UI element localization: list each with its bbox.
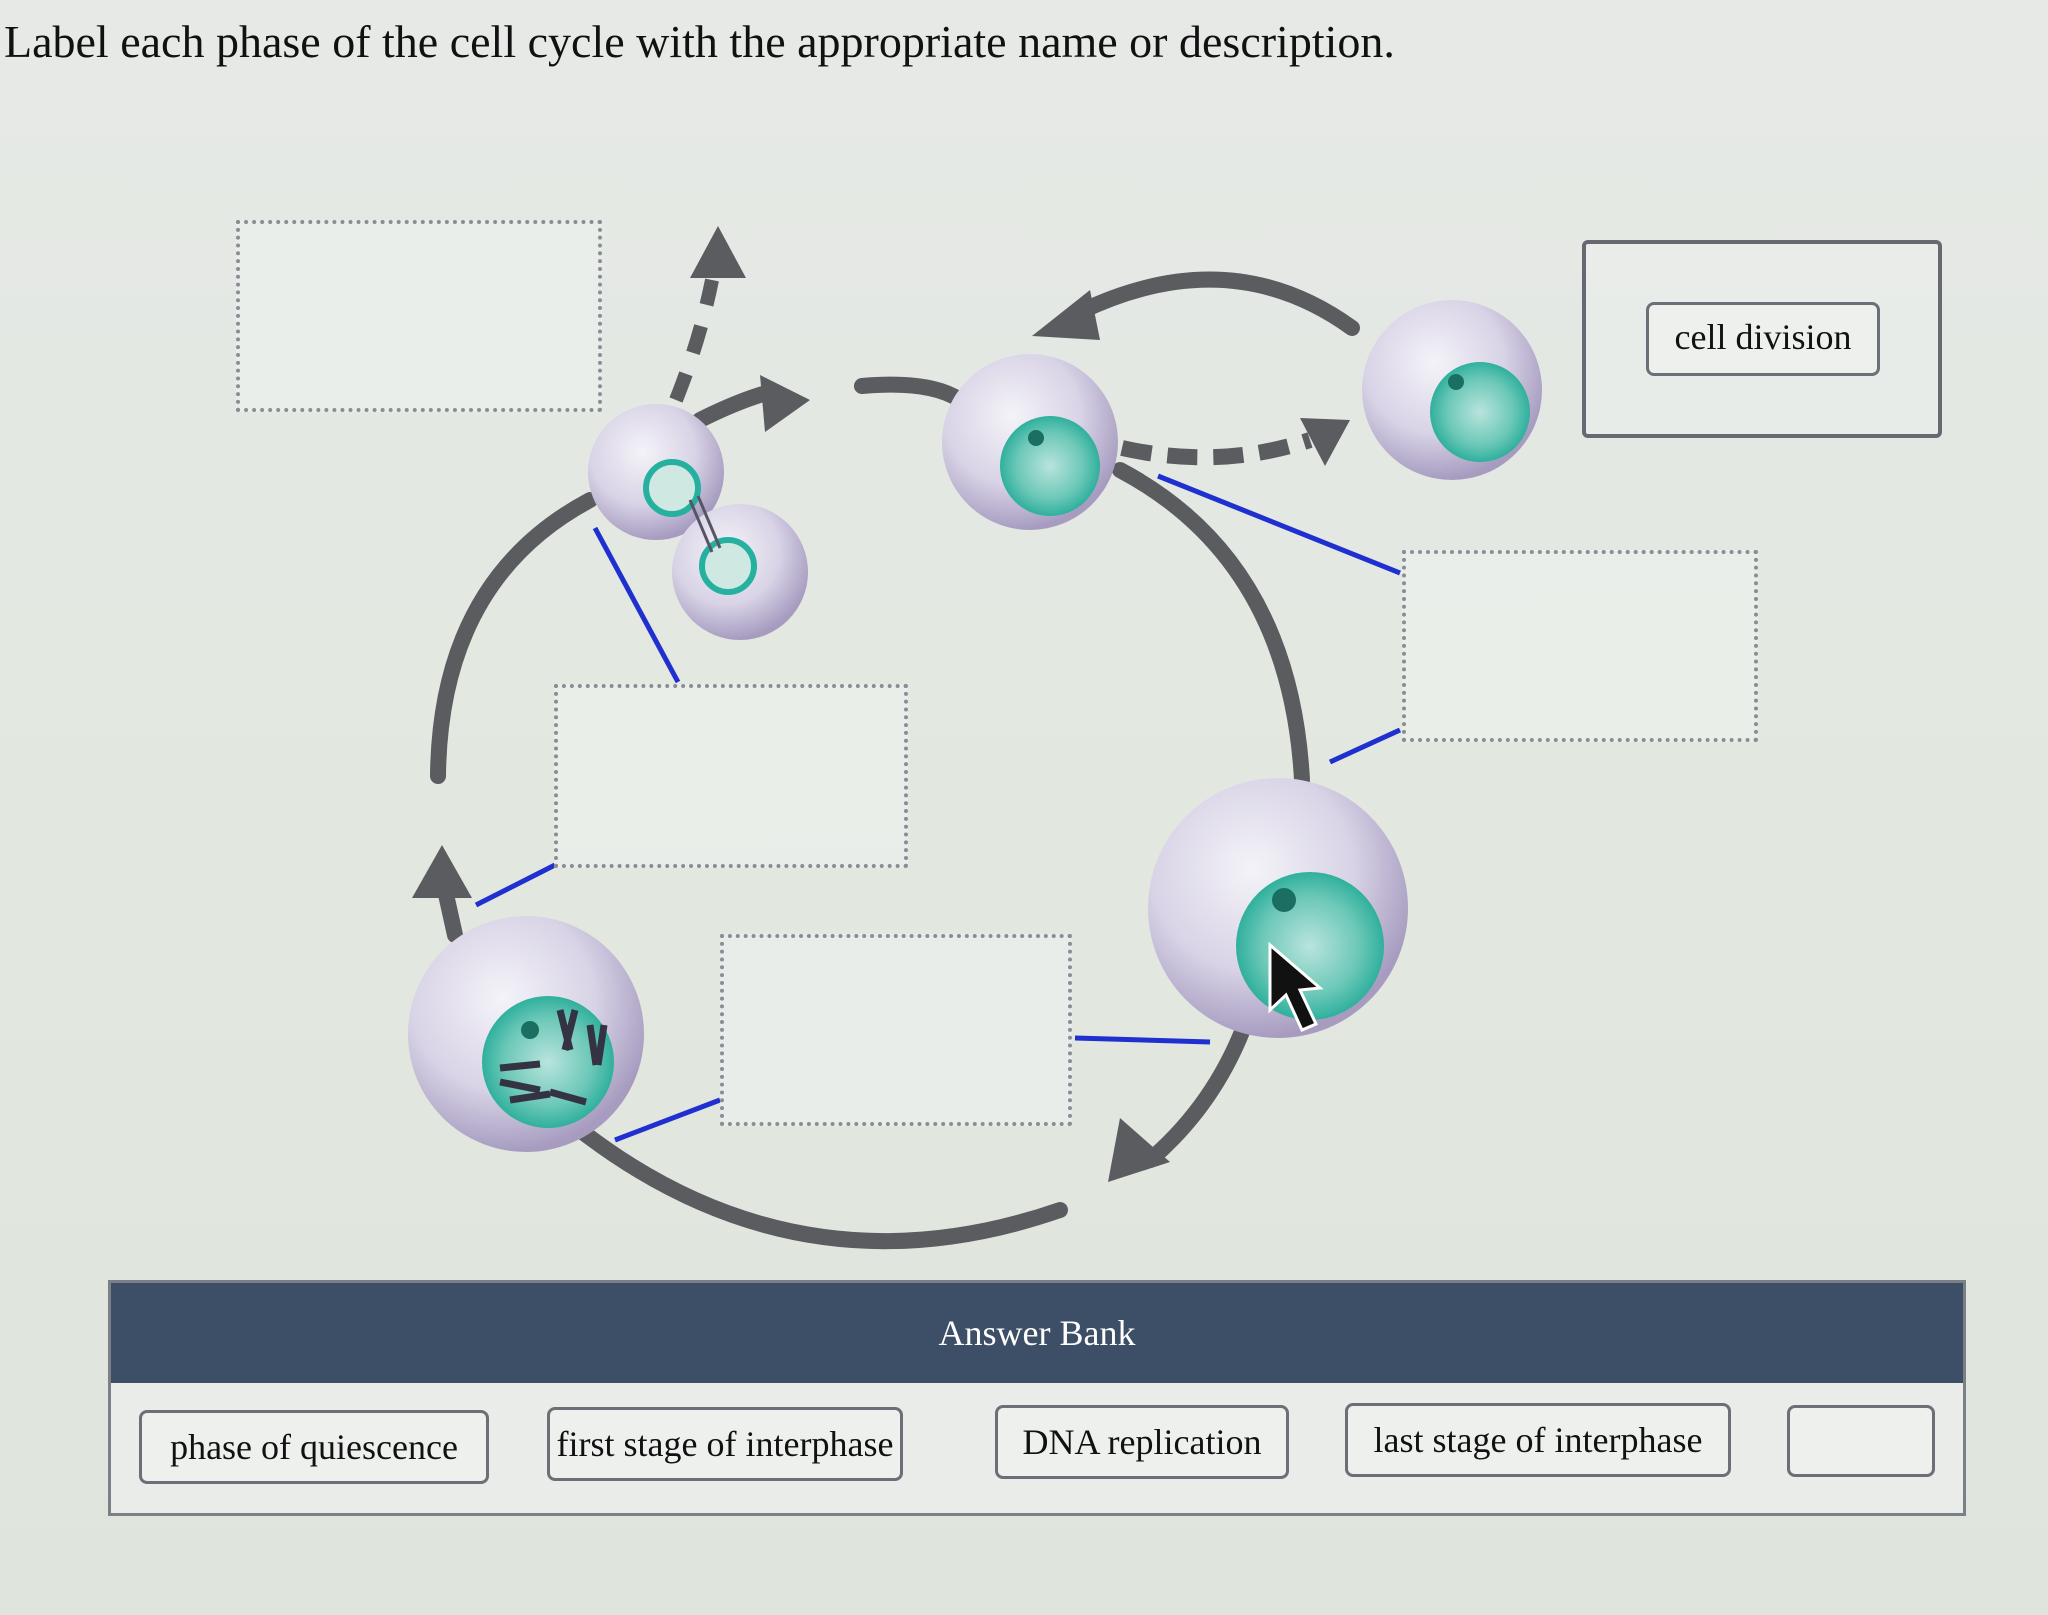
answer-chip-dna-replication[interactable]: DNA replication	[995, 1405, 1289, 1479]
g0-cell	[1362, 300, 1542, 480]
leader-line-g2	[1075, 1038, 1210, 1042]
placed-label-cell-division[interactable]: cell division	[1646, 302, 1880, 376]
answer-empty-slot[interactable]	[1787, 1405, 1935, 1477]
answer-bank-title: Answer Bank	[111, 1283, 1963, 1383]
drop-target-center[interactable]	[554, 684, 908, 868]
leader-line-left	[476, 865, 555, 905]
cycle-arc-top-left	[700, 392, 770, 420]
dividing-cell-pair	[588, 404, 808, 640]
drop-target-lower-center[interactable]	[720, 934, 1072, 1126]
mitotic-cell	[408, 916, 644, 1152]
leader-line-m	[615, 1100, 720, 1140]
drop-target-middle-right[interactable]	[1402, 550, 1758, 742]
leader-line-s	[1330, 730, 1400, 762]
cycle-arc-right	[1120, 470, 1302, 780]
arrowhead-top	[760, 375, 810, 432]
g1-cell	[942, 354, 1118, 530]
cycle-arc-lower-right	[1150, 1010, 1250, 1160]
answer-chip-last-stage-of-interphase[interactable]: last stage of interphase	[1345, 1403, 1731, 1477]
answer-chip-first-stage-of-interphase[interactable]: first stage of interphase	[547, 1407, 903, 1481]
cycle-arc-bottom	[580, 1130, 1060, 1241]
exit-arrowhead	[690, 226, 746, 278]
g0-dashed	[1122, 440, 1310, 457]
answer-bank: Answer Bank phase of quiescence first st…	[108, 1280, 1966, 1516]
g0-arc	[1080, 280, 1352, 328]
g0-arrowhead	[1032, 290, 1100, 340]
cycle-arc-top	[862, 385, 960, 400]
arrowhead-left	[412, 845, 472, 898]
exit-dashed	[676, 280, 712, 400]
leader-line-division	[595, 528, 678, 682]
answer-chip-phase-of-quiescence[interactable]: phase of quiescence	[139, 1410, 489, 1484]
drop-target-top-left[interactable]	[236, 220, 602, 412]
